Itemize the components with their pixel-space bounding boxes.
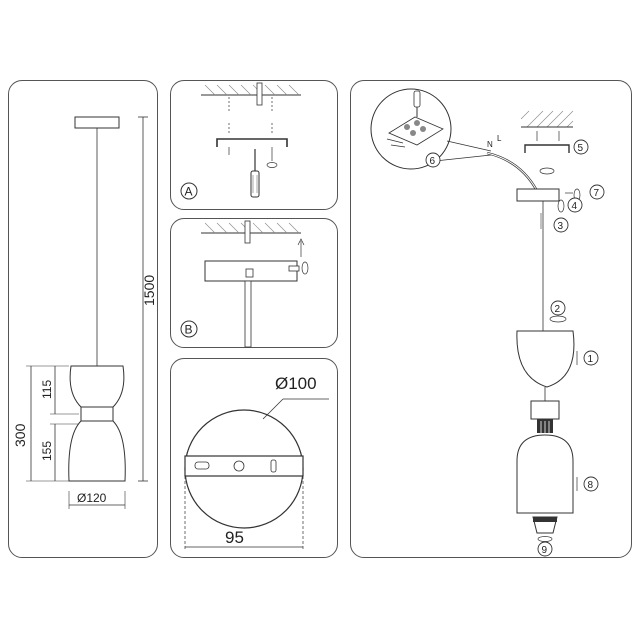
step-a-panel: A [170,80,338,210]
body-height-label: 300 [12,423,28,447]
step-4-badge [567,197,583,213]
mounting-bracket [216,138,288,147]
step-7-badge [589,184,605,200]
diameter-label: Ø120 [77,491,107,505]
step-b-drawing: B [180,220,309,348]
step-a-badge [180,182,198,200]
step-6-label: 6 [430,156,436,167]
step-2-label: 2 [555,304,561,315]
canopy-top-view-panel: Ø100 95 [170,358,338,558]
step-b-label: B [185,323,193,337]
total-height-label: 1500 [141,275,157,306]
assembly-panel: 6 5 N L 7 4 3 2 [350,80,632,558]
canopy-top-view-drawing: Ø100 95 [184,374,329,551]
step-3-badge [553,217,569,233]
wire-n-label: N [487,140,493,149]
step-b-panel: B [170,218,338,348]
screwdriver-icon [250,149,260,198]
step-2-badge [550,300,566,316]
bottom-shade-height-label: 155 [40,441,54,461]
shade-connector [80,406,114,422]
top-shade [516,330,575,388]
assembly-drawing: 6 5 N L 7 4 3 2 [370,88,605,557]
step-b-badge [180,320,198,338]
step-8-label: 8 [588,480,594,491]
dimensions-panel: 1500 300 115 155 Ø120 [8,80,158,558]
top-shade-height-label: 115 [40,380,54,399]
supply-wires [486,151,539,192]
screwdriver-icon [413,90,421,117]
step-8-badge [583,476,599,492]
lamp-socket [530,400,560,420]
step-9-badge [537,541,553,557]
step-5-label: 5 [578,143,584,154]
step-6-badge [425,152,441,168]
canopy [516,188,560,202]
bottom-shade [516,434,574,514]
wire-l-label: L [497,134,502,143]
terminal-block-icon [386,116,444,148]
ceiling [521,111,573,127]
canopy-width-label: 95 [225,528,244,547]
step-3-label: 3 [558,221,564,232]
step-9-label: 9 [542,545,548,556]
canopy [74,116,120,129]
dimensions-drawing: 1500 300 115 155 Ø120 [12,116,157,509]
step-a-drawing: A [180,82,301,200]
bottom-shade [68,420,126,482]
step-1-label: 1 [588,354,594,365]
step-5-badge [573,139,589,155]
top-shade [69,365,125,408]
canopy-diameter-label: Ø100 [275,374,317,393]
step-a-label: A [185,185,193,199]
step-7-label: 7 [594,188,600,199]
step-4-label: 4 [572,201,578,212]
step-1-badge [583,350,599,366]
